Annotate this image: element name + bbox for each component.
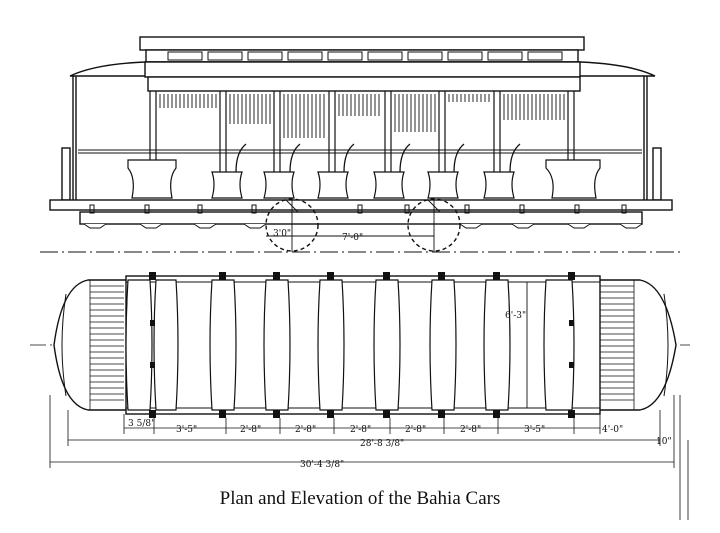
dim-seg-7: 3'-5": [524, 425, 545, 435]
curtains: [159, 94, 565, 138]
overall-length-label: 30'-4 3/8": [300, 460, 344, 470]
post-markers: [149, 272, 575, 418]
sill-bolts: [89, 204, 627, 214]
end-clearance-label: 10": [656, 437, 672, 447]
clerestory-window-panes: [167, 51, 563, 61]
letter-board: [147, 76, 581, 92]
plan-body: [125, 275, 601, 415]
sill-brackets: [83, 223, 643, 229]
dimension-lines: [49, 395, 689, 520]
clerestory-roof: [139, 36, 585, 51]
body-sill: [79, 211, 643, 225]
car-width-label: 6'-3": [505, 311, 526, 321]
wheelbase-label: 7'-0": [342, 233, 363, 243]
dasher-right: [652, 147, 662, 201]
drawing-caption: Plan and Elevation of the Bahia Cars: [219, 488, 501, 509]
plan-end-right: [600, 279, 677, 411]
dim-seg-1: 3'-5": [176, 425, 197, 435]
dim-seg-8: 4'-0": [602, 425, 623, 435]
plan-end-left: [53, 279, 130, 411]
over-body-label: 28'-8 3/8": [360, 439, 404, 449]
plan-labels: 6'-3" 3 5/8" 3'-5" 2'-8" 2'-8" 2'-8" 2'-…: [128, 311, 672, 470]
seats: [127, 159, 601, 199]
dim-seg-0: 3 5/8": [128, 419, 155, 429]
wheel-dimension-label: 3'0": [273, 229, 291, 239]
elevation-labels: 3'0" 7'-0": [273, 229, 363, 243]
wheel-right: [407, 198, 461, 252]
side-elevation: [40, 36, 680, 253]
plan-view: [30, 272, 690, 520]
dim-seg-6: 2'-8": [460, 425, 481, 435]
dim-seg-4: 2'-8": [350, 425, 371, 435]
dasher-left: [61, 147, 71, 201]
dim-seg-5: 2'-8": [405, 425, 426, 435]
dim-seg-3: 2'-8": [295, 425, 316, 435]
roof-eave: [144, 61, 581, 78]
dim-seg-2: 2'-8": [240, 425, 261, 435]
wheel-left: [265, 198, 319, 252]
platform-hatching: [89, 280, 635, 410]
seat-backs: [235, 143, 521, 173]
